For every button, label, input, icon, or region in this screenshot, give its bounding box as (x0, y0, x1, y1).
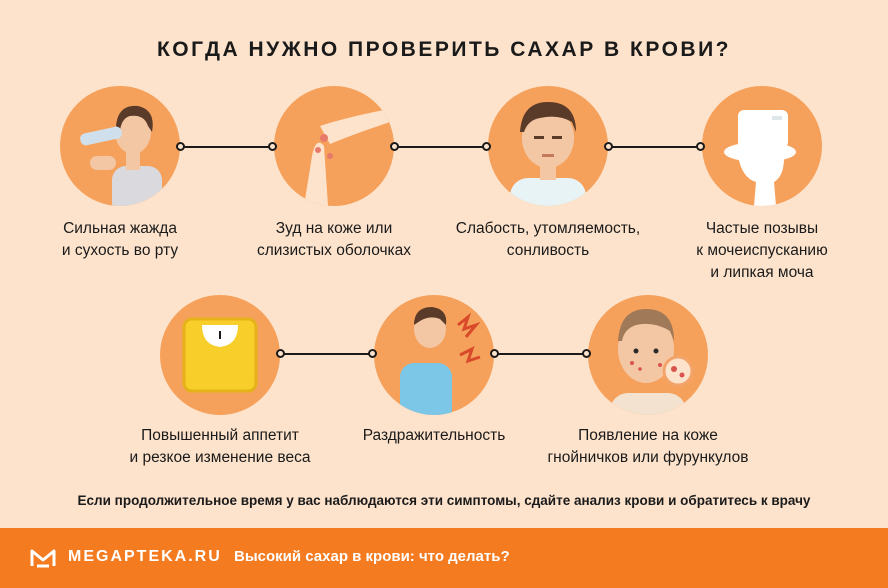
connector-line (497, 353, 587, 355)
acne-face-icon (588, 295, 708, 415)
label-line: Сильная жажда (63, 220, 177, 237)
connector-line (397, 146, 487, 148)
connector-dot (696, 142, 705, 151)
symptom-label-weakness: Слабость, утомляемость, сонливость (433, 218, 663, 262)
symptom-label-appetite: Повышенный аппетит и резкое изменение ве… (105, 425, 335, 469)
symptom-label-thirst: Сильная жажда и сухость во рту (20, 218, 220, 262)
symptom-label-skin: Появление на коже гнойничков или фурунку… (523, 425, 773, 469)
label-line: Зуд на коже или (275, 220, 393, 237)
label-line: сонливость (506, 242, 590, 259)
itchy-arm-icon (274, 86, 394, 206)
connector-line (283, 353, 373, 355)
label-line: Частые позывы (705, 220, 819, 237)
connector-dot (490, 349, 499, 358)
label-line: и липкая моча (710, 264, 814, 281)
label-line: Слабость, утомляемость, (455, 220, 641, 237)
connector-dot (482, 142, 491, 151)
label-line: гнойничков или фурункулов (547, 449, 749, 466)
connector-dot (582, 349, 591, 358)
irritated-person-icon (374, 295, 494, 415)
label-line: к мочеиспусканию (696, 242, 828, 259)
article-link[interactable]: Высокий сахар в крови: что делать? (234, 548, 510, 565)
connector-dot (268, 142, 277, 151)
label-line: слизистых оболочках (256, 242, 412, 259)
label-line: Раздражительность (362, 427, 506, 444)
advice-note: Если продолжительное время у вас наблюда… (77, 493, 811, 508)
connector-dot (368, 349, 377, 358)
footer-bar: MEGAPTEKA.RU Высокий сахар в крови: что … (0, 528, 888, 588)
connector-dot (390, 142, 399, 151)
symptom-label-urination: Частые позывы к мочеиспусканию и липкая … (662, 218, 862, 284)
drinking-person-icon (60, 86, 180, 206)
page-title: КОГДА НУЖНО ПРОВЕРИТЬ САХАР В КРОВИ? (156, 38, 731, 61)
scale-icon (160, 295, 280, 415)
connector-dot (176, 142, 185, 151)
label-line: и резкое изменение веса (129, 449, 311, 466)
connector-line (183, 146, 273, 148)
tired-person-icon (488, 86, 608, 206)
symptom-label-itch: Зуд на коже или слизистых оболочках (224, 218, 444, 262)
label-line: Появление на коже (578, 427, 718, 444)
toilet-icon (702, 86, 822, 206)
connector-line (611, 146, 701, 148)
brand-name[interactable]: MEGAPTEKA.RU (68, 548, 222, 565)
connector-dot (276, 349, 285, 358)
label-line: и сухость во рту (61, 242, 179, 259)
label-line: Повышенный аппетит (141, 427, 299, 444)
logo-icon (30, 549, 56, 568)
connector-dot (604, 142, 613, 151)
symptom-label-irritability: Раздражительность (339, 425, 529, 447)
